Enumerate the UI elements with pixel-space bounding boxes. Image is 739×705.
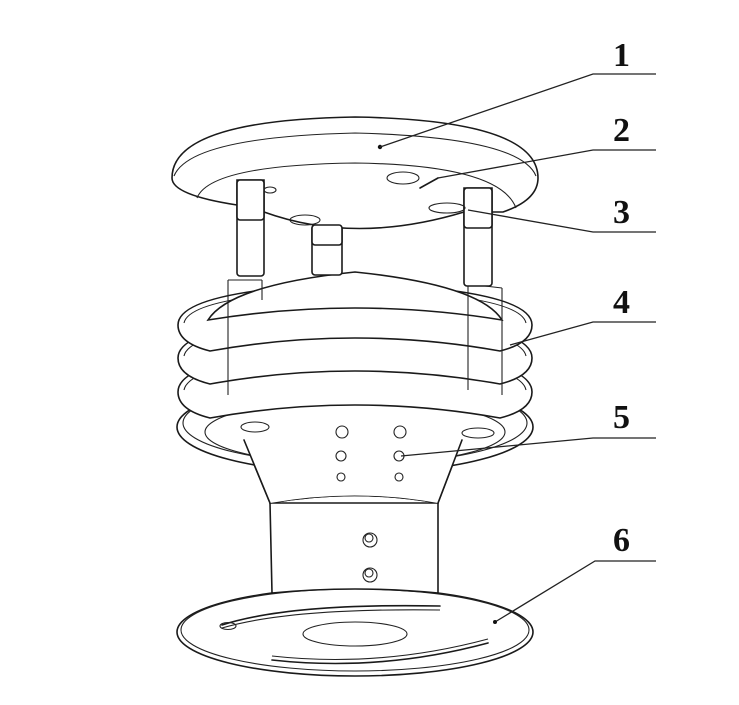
- sensor-body-lower: [269, 494, 439, 594]
- callout-3: 3: [467, 194, 656, 233]
- callout-4: 4: [509, 284, 656, 346]
- callout-label-4: 4: [613, 284, 630, 321]
- callout-5: 5: [400, 399, 656, 457]
- callout-label-6: 6: [613, 522, 630, 559]
- callouts: 1 2 3 4 5 6: [379, 37, 656, 624]
- callout-6: 6: [493, 522, 656, 624]
- base-flange: [176, 587, 534, 677]
- callout-1: 1: [379, 37, 656, 148]
- callout-label-1: 1: [613, 37, 630, 74]
- callout-2: 2: [437, 112, 656, 179]
- radiation-shield: [176, 271, 534, 504]
- top-cover: [171, 116, 539, 246]
- callout-label-5: 5: [613, 399, 630, 436]
- callout-label-2: 2: [613, 112, 630, 149]
- callout-label-3: 3: [613, 194, 630, 231]
